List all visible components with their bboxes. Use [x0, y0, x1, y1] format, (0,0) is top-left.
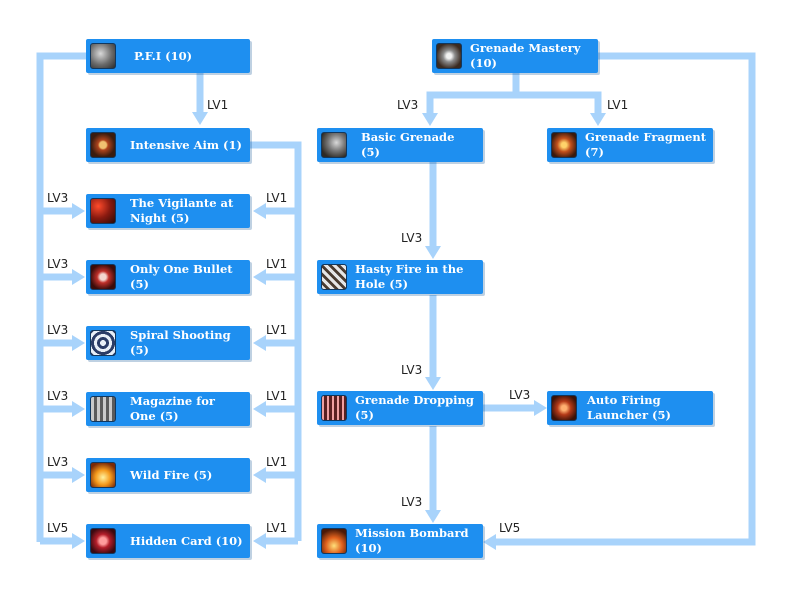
- skill-icon-grenade: [321, 132, 347, 158]
- arrow-bombard: [425, 510, 441, 523]
- level-label: LV3: [47, 455, 69, 469]
- connector-mastery-split: [426, 72, 520, 114]
- arrow-basic: [422, 113, 438, 126]
- skill-name: Auto Firing Launcher (5): [587, 393, 671, 422]
- arrow-auto: [534, 400, 547, 416]
- connector-left-trunk: [36, 52, 86, 542]
- skill-icon-bullet: [90, 264, 116, 290]
- level-label: LV1: [266, 191, 288, 205]
- skill-name: Grenade Fragment (7): [585, 130, 707, 159]
- arrow-hasty: [425, 246, 441, 259]
- skill-name: Magazine for One (5): [130, 394, 215, 423]
- skill-icon-wild-fire: [90, 462, 116, 488]
- level-label: LV3: [401, 495, 423, 509]
- level-label: LV3: [47, 257, 69, 271]
- arrow-left-spiral: [72, 335, 85, 351]
- skill-name: Grenade Dropping (5): [355, 393, 474, 422]
- skill-node-mission-bombard[interactable]: Mission Bombard (10): [317, 524, 483, 558]
- skill-icon-fragment: [551, 132, 577, 158]
- arrow-fragment: [590, 113, 606, 126]
- skill-node-hidden-card[interactable]: Hidden Card (10): [86, 524, 250, 558]
- skill-node-intensive-aim[interactable]: Intensive Aim (1): [86, 128, 250, 162]
- level-label: LV1: [266, 389, 288, 403]
- arrow-right-magazine: [253, 401, 266, 417]
- skill-icon-dropping: [321, 395, 347, 421]
- skill-icon-vigilante: [90, 198, 116, 224]
- level-label: LV3: [47, 191, 69, 205]
- arrow-left-wildfire: [72, 467, 85, 483]
- arrow-right-bullet: [253, 269, 266, 285]
- level-label: LV3: [401, 231, 423, 245]
- level-label: LV5: [47, 521, 69, 535]
- arrow-left-bullet: [72, 269, 85, 285]
- skill-icon-hasty-fire: [321, 264, 347, 290]
- level-label: LV3: [47, 323, 69, 337]
- level-label: LV3: [47, 389, 69, 403]
- arrow-aim: [192, 112, 208, 125]
- skill-icon-crosshair: [90, 132, 116, 158]
- arrow-mastery-bombard: [483, 534, 496, 550]
- skill-icon-launcher: [551, 395, 577, 421]
- arrow-right-hidden: [253, 533, 266, 549]
- arrow-left-hidden: [72, 533, 85, 549]
- skill-name: Mission Bombard (10): [355, 526, 469, 555]
- level-label: LV3: [401, 363, 423, 377]
- skill-icon-grenade-mastery: [436, 43, 462, 69]
- arrow-right-vigilante: [253, 203, 266, 219]
- level-label: LV3: [397, 98, 419, 112]
- skill-name: The Vigilante at Night (5): [130, 196, 234, 225]
- arrow-right-wildfire: [253, 467, 266, 483]
- skill-name: P.F.I (10): [134, 48, 193, 63]
- skill-node-only-one-bullet[interactable]: Only One Bullet (5): [86, 260, 250, 294]
- skill-name: Intensive Aim (1): [130, 137, 242, 152]
- skill-icon-spiral: [90, 330, 116, 356]
- level-label: LV3: [509, 388, 531, 402]
- skill-name: Wild Fire (5): [130, 467, 213, 482]
- skill-icon-pfi: [90, 43, 116, 69]
- skill-node-auto-firing-launcher[interactable]: Auto Firing Launcher (5): [547, 391, 713, 425]
- arrow-dropping: [425, 377, 441, 390]
- skill-node-wild-fire[interactable]: Wild Fire (5): [86, 458, 250, 492]
- level-label: LV1: [266, 455, 288, 469]
- skill-node-hasty-fire[interactable]: Hasty Fire in the Hole (5): [317, 260, 483, 294]
- skill-node-pfi[interactable]: P.F.I (10): [86, 39, 250, 73]
- level-label: LV1: [266, 257, 288, 271]
- skill-name: Only One Bullet (5): [130, 262, 233, 291]
- skill-node-basic-grenade[interactable]: Basic Grenade (5): [317, 128, 483, 162]
- skill-name: Hasty Fire in the Hole (5): [355, 262, 464, 291]
- arrow-right-spiral: [253, 335, 266, 351]
- skill-node-grenade-fragment[interactable]: Grenade Fragment (7): [547, 128, 713, 162]
- connector-mastery-fragment: [516, 91, 602, 114]
- skill-node-spiral-shooting[interactable]: Spiral Shooting (5): [86, 326, 250, 360]
- level-label: LV1: [266, 521, 288, 535]
- skill-icon-magazine: [90, 396, 116, 422]
- skill-node-grenade-mastery[interactable]: Grenade Mastery (10): [432, 39, 598, 73]
- skill-name: Grenade Mastery (10): [470, 41, 581, 70]
- skill-node-vigilante[interactable]: The Vigilante at Night (5): [86, 194, 250, 228]
- arrow-left-magazine: [72, 401, 85, 417]
- arrow-left-vigilante: [72, 203, 85, 219]
- skill-icon-card: [90, 528, 116, 554]
- skill-icon-bombard: [321, 528, 347, 554]
- level-label: LV1: [207, 98, 229, 112]
- skill-node-magazine[interactable]: Magazine for One (5): [86, 392, 250, 426]
- connector-mastery-bombard: [494, 52, 756, 546]
- level-label: LV1: [266, 323, 288, 337]
- skill-name: Hidden Card (10): [130, 533, 243, 548]
- level-label: LV1: [607, 98, 629, 112]
- level-label: LV5: [499, 521, 521, 535]
- skill-node-grenade-dropping[interactable]: Grenade Dropping (5): [317, 391, 483, 425]
- skill-name: Basic Grenade (5): [361, 130, 455, 159]
- skill-name: Spiral Shooting (5): [130, 328, 231, 357]
